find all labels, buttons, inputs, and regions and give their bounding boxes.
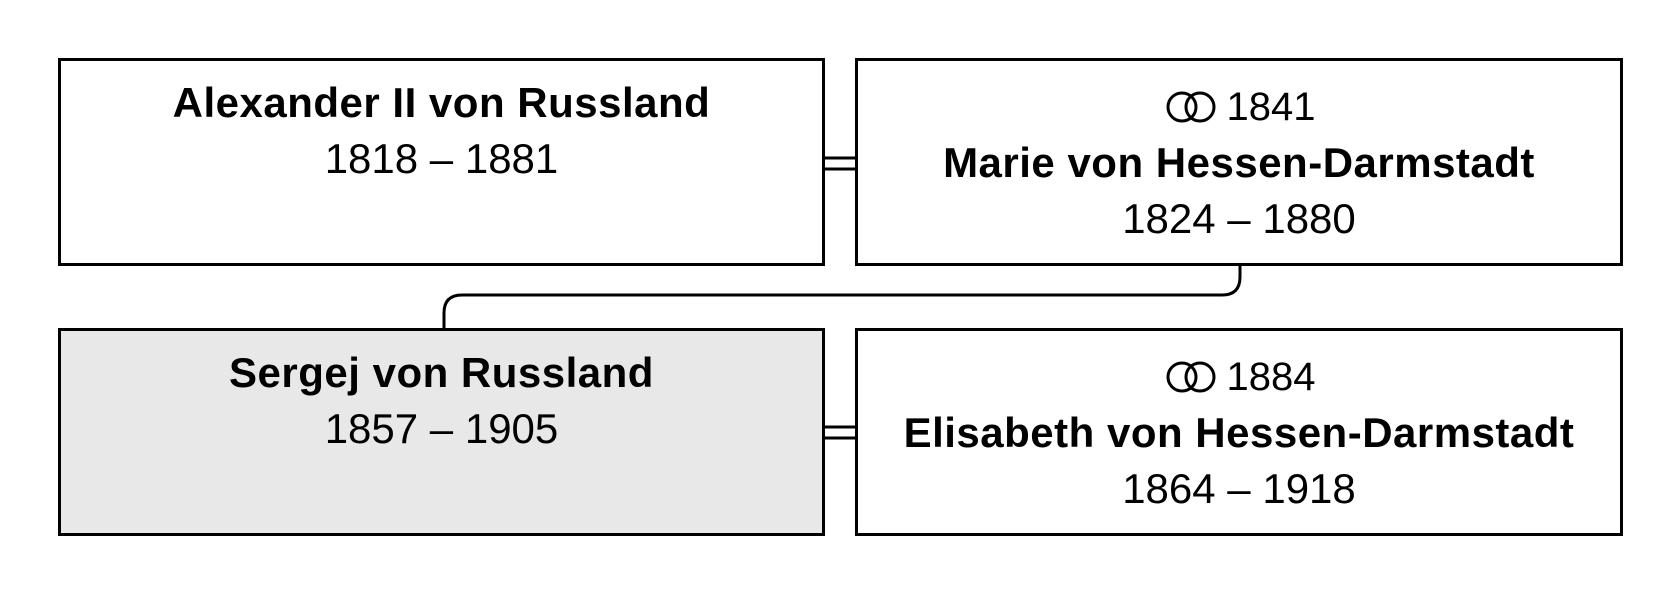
- person-box-mother[interactable]: 1841 Marie von Hessen-Darmstadt 1824 – 1…: [855, 58, 1623, 266]
- person-dates: 1864 – 1918: [1122, 465, 1356, 512]
- wedding-rings-icon: [1166, 361, 1215, 393]
- marriage-year: 1841: [1226, 85, 1316, 129]
- marriage-connector-parents: [822, 156, 855, 171]
- marriage-year: 1884: [1226, 355, 1316, 399]
- person-dates: 1818 – 1881: [324, 135, 559, 182]
- descent-connector: [442, 265, 1242, 330]
- person-name: Marie von Hessen-Darmstadt: [943, 139, 1535, 186]
- wedding-rings-icon: [1166, 91, 1215, 123]
- marriage-connector-subject: [822, 425, 855, 440]
- person-name: Sergej von Russland: [229, 349, 654, 396]
- person-box-subject[interactable]: Sergej von Russland 1857 – 1905: [58, 328, 825, 536]
- person-dates: 1824 – 1880: [1122, 195, 1356, 242]
- person-dates: 1857 – 1905: [324, 405, 559, 452]
- person-name: Elisabeth von Hessen-Darmstadt: [903, 409, 1575, 456]
- marriage-info: 1841: [858, 79, 1620, 135]
- person-name: Alexander II von Russland: [172, 79, 711, 126]
- marriage-info: 1884: [858, 349, 1620, 405]
- person-box-spouse[interactable]: 1884 Elisabeth von Hessen-Darmstadt 1864…: [855, 328, 1623, 536]
- person-box-father[interactable]: Alexander II von Russland 1818 – 1881: [58, 58, 825, 266]
